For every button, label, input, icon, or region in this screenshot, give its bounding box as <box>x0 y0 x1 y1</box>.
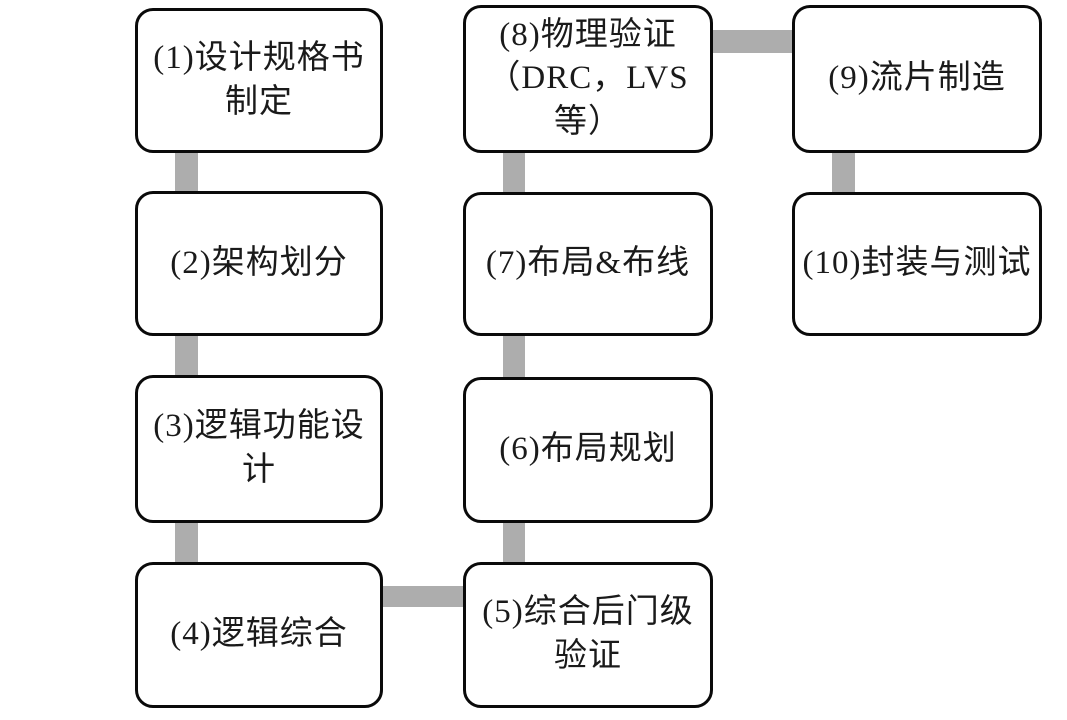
connector-8-9 <box>710 30 796 53</box>
connector-3-4 <box>175 520 198 566</box>
node-1-design-spec: (1)设计规格书 制定 <box>135 8 383 153</box>
node-6-floorplan: (6)布局规划 <box>463 377 713 523</box>
node-10-package-test: (10)封装与测试 <box>792 192 1042 336</box>
node-4-logic-synthesis: (4)逻辑综合 <box>135 562 383 708</box>
node-8-physical-verify: (8)物理验证 （DRC，LVS等） <box>463 5 713 153</box>
connector-7-8 <box>503 150 525 196</box>
node-5-gate-verification: (5)综合后门级 验证 <box>463 562 713 708</box>
connector-6-7 <box>503 333 525 381</box>
node-2-architecture: (2)架构划分 <box>135 191 383 336</box>
connector-2-3 <box>175 333 198 379</box>
connector-5-6 <box>503 520 525 566</box>
node-3-logic-function: (3)逻辑功能设 计 <box>135 375 383 523</box>
node-9-tapeout: (9)流片制造 <box>792 5 1042 153</box>
connector-4-5 <box>380 586 466 607</box>
connector-1-2 <box>175 150 198 195</box>
connector-9-10 <box>832 150 855 196</box>
node-7-place-route: (7)布局&布线 <box>463 192 713 336</box>
